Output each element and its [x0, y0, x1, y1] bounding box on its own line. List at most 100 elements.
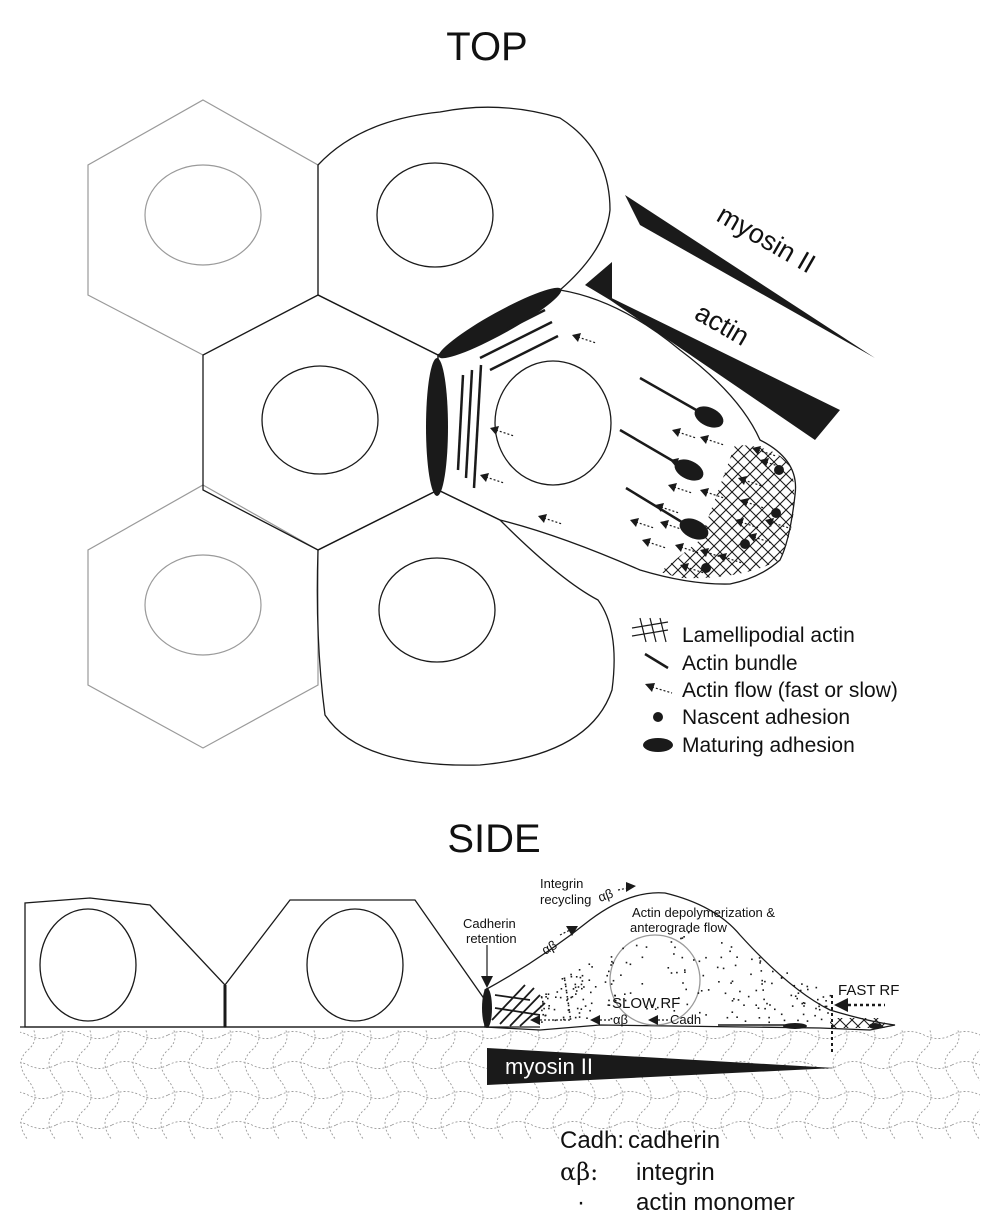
actin-monomer	[641, 983, 644, 985]
actin-flow-arrow-shaft	[673, 486, 693, 494]
actin-monomer	[541, 1009, 543, 1012]
actin-monomer	[678, 997, 680, 999]
actin-monomer	[794, 995, 797, 997]
nascent-adhesions	[701, 465, 784, 573]
actin-monomer	[815, 1007, 817, 1010]
actin-monomer	[751, 958, 753, 961]
actin-monomer	[790, 994, 793, 997]
actin-monomer	[604, 981, 607, 983]
legend-label-lamellipodial: Lamellipodial actin	[682, 624, 855, 647]
cadherin-retention-label-1: Cadherin	[463, 916, 516, 931]
actin-flow-arrowhead	[680, 563, 689, 572]
integrin-recycling-label-2: recycling	[540, 892, 591, 907]
legend-label-actin-bundle: Actin bundle	[682, 652, 798, 675]
legend-value-cadherin: cadherin	[628, 1127, 720, 1154]
actin-monomer	[757, 1007, 760, 1009]
actin-monomer	[563, 1018, 565, 1021]
actin-monomer	[818, 1005, 820, 1008]
actin-monomer	[584, 1005, 587, 1007]
actin-flow-arrowhead	[642, 538, 651, 547]
actin-monomer	[564, 983, 567, 986]
nucleus-middle	[261, 365, 379, 475]
front-adhesions	[619, 376, 724, 540]
actin-monomer	[567, 1002, 570, 1005]
legend-label-maturing: Maturing adhesion	[682, 734, 855, 757]
myosin-gradient-wedge	[625, 195, 875, 358]
actin-monomer	[780, 977, 783, 979]
side-title: SIDE	[447, 817, 540, 861]
actin-monomer	[569, 1015, 571, 1018]
actin-monomer	[574, 986, 577, 989]
actin-monomer	[674, 946, 676, 949]
cadherin-label-base: Cadh	[670, 1012, 701, 1027]
actin-flow-arrowhead	[672, 428, 681, 437]
actin-flow-arrowhead	[760, 458, 769, 467]
actin-monomer	[543, 1007, 545, 1010]
actin-monomer	[567, 1004, 570, 1007]
actin-monomer	[822, 996, 825, 998]
actin-monomer	[761, 983, 763, 985]
actin-monomer	[576, 1007, 579, 1010]
actin-monomer	[771, 982, 773, 985]
side-maturing-adhesion	[783, 1023, 807, 1029]
faint-hex-cell-bottom	[87, 484, 319, 749]
actin-monomer	[747, 995, 750, 998]
actin-monomer	[542, 1013, 544, 1016]
actin-monomer	[635, 944, 638, 947]
actin-monomer	[577, 986, 580, 988]
actin-monomer	[743, 1004, 745, 1006]
actin-monomer	[608, 999, 610, 1002]
actin-monomer	[560, 988, 563, 990]
actin-monomer	[759, 962, 761, 964]
integrin-recycling-arrows	[559, 882, 636, 936]
actin-monomer	[744, 1020, 747, 1022]
actin-monomer	[716, 966, 719, 969]
actin-monomer	[684, 969, 686, 971]
actin-monomer	[568, 1009, 570, 1011]
actin-monomer	[683, 936, 685, 938]
actin-monomer	[562, 1016, 565, 1019]
actin-monomer	[561, 978, 564, 980]
actin-monomer	[645, 946, 648, 948]
actin-monomer	[541, 996, 543, 999]
actin-monomer	[693, 959, 695, 961]
actin-monomer	[570, 973, 572, 976]
actin-monomer	[589, 1009, 591, 1012]
actin-monomer	[686, 1003, 689, 1006]
legend-value-monomer: actin monomer	[636, 1189, 795, 1216]
actin-monomer	[544, 1014, 546, 1017]
faint-nucleus-top	[144, 164, 262, 266]
actin-monomer	[774, 1008, 776, 1011]
integrin-label-top-1: αβ	[539, 937, 559, 957]
actin-monomer	[760, 970, 763, 972]
junction-adhesions	[426, 287, 562, 496]
actin-monomer	[541, 1021, 543, 1023]
actin-flow-arrows	[480, 333, 790, 574]
actin-monomer	[586, 1017, 588, 1019]
actin-monomer	[566, 998, 569, 1000]
actin-flow-arrowhead	[675, 543, 684, 552]
actin-monomer	[556, 991, 559, 993]
actin-flow-arrowhead	[660, 520, 669, 529]
actin-monomer	[818, 1003, 821, 1005]
actin-monomer	[547, 997, 549, 1000]
actin-monomer	[673, 953, 675, 955]
actin-monomer	[564, 979, 566, 982]
actin-monomer	[724, 992, 727, 995]
actin-monomer	[825, 1005, 828, 1008]
actin-monomer	[610, 1017, 613, 1020]
actin-monomer	[755, 1004, 757, 1006]
arrowhead	[590, 1015, 600, 1025]
actin-monomer	[768, 1021, 770, 1024]
actin-flow-arrowhead	[752, 446, 761, 455]
actin-flow-arrow-shaft	[577, 336, 597, 344]
actin-monomer	[654, 1008, 657, 1010]
actin-monomer	[611, 960, 613, 963]
actin-monomer	[569, 1018, 572, 1020]
actin-monomer	[796, 997, 798, 1000]
actin-monomer	[548, 1005, 550, 1007]
actin-monomer	[799, 989, 802, 992]
actin-monomer	[817, 998, 819, 1001]
actin-flow-arrow-shaft	[745, 501, 765, 509]
actin-monomer	[739, 990, 741, 993]
